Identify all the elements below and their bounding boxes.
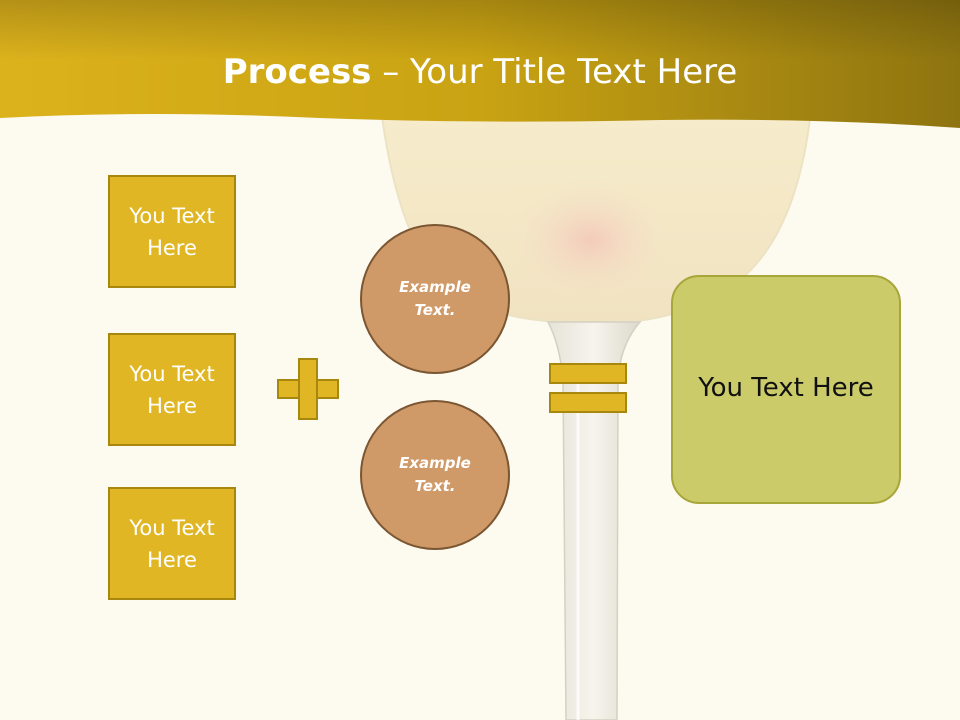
input-box-3: You Text Here — [108, 487, 236, 600]
example-circle-2: Example Text. — [360, 400, 510, 550]
equals-bar-bottom — [549, 392, 627, 413]
title-rest: – Your Title Text Here — [371, 52, 738, 92]
equals-bar-top — [549, 363, 627, 384]
wine-tint — [512, 180, 668, 300]
circle-label: Example Text. — [399, 278, 471, 319]
glass-stem — [546, 321, 642, 720]
input-box-label: You Text Here — [129, 361, 215, 418]
input-box-2: You Text Here — [108, 333, 236, 446]
input-box-label: You Text Here — [129, 515, 215, 572]
example-circle-1: Example Text. — [360, 224, 510, 374]
page-title: Process – Your Title Text Here — [0, 52, 960, 92]
result-box: You Text Here — [671, 275, 901, 504]
input-box-1: You Text Here — [108, 175, 236, 288]
circle-label: Example Text. — [399, 454, 471, 495]
plus-icon — [277, 358, 339, 420]
input-box-label: You Text Here — [129, 203, 215, 260]
title-bold: Process — [222, 52, 372, 92]
result-label: You Text Here — [698, 372, 874, 403]
